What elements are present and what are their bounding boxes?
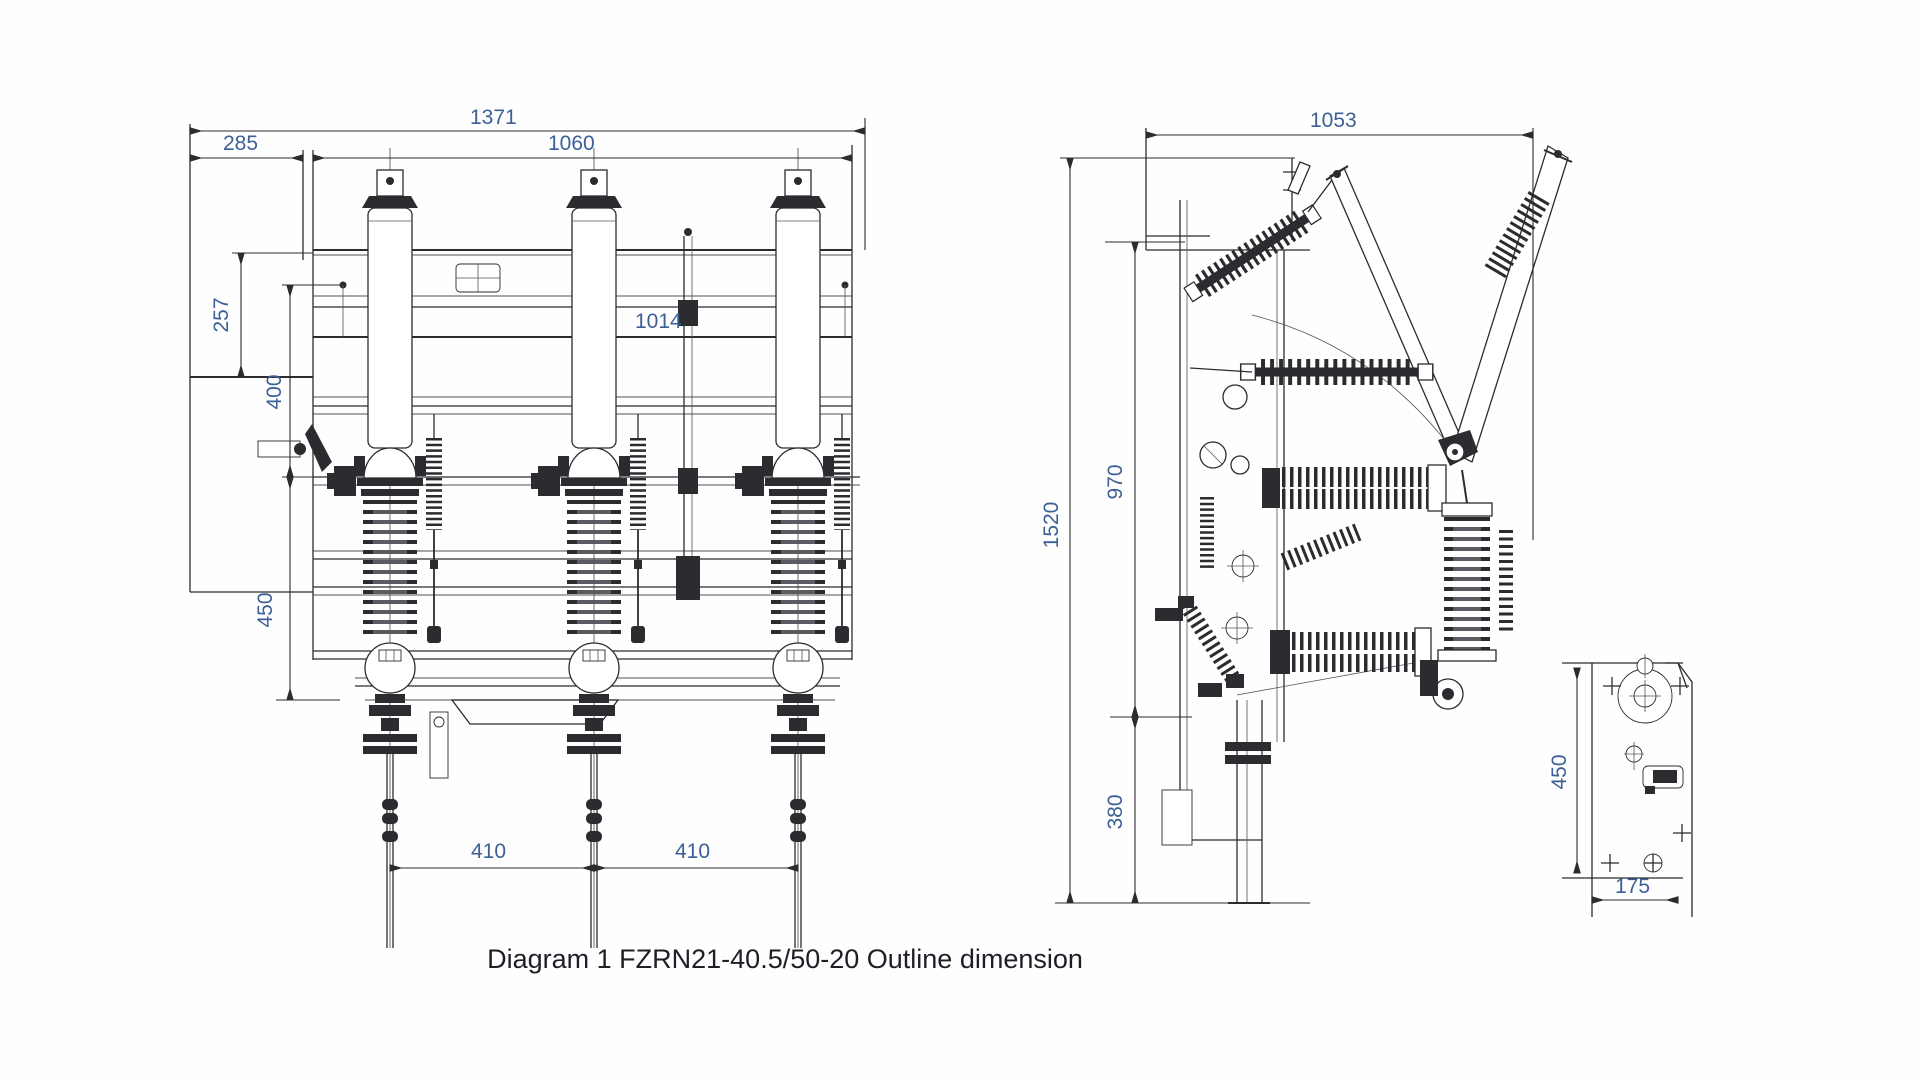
dim-front-upper-height: 257 bbox=[210, 297, 233, 332]
dim-side-overall-height: 1520 bbox=[1040, 502, 1063, 549]
dim-front-lower-height: 450 bbox=[254, 592, 277, 627]
upper-insulator bbox=[1184, 161, 1332, 302]
dim-side-base-height: 380 bbox=[1104, 794, 1127, 829]
bracket-detail-view: 450 175 bbox=[1548, 654, 1693, 917]
dim-bracket-height: 450 bbox=[1548, 754, 1571, 789]
dim-front-phase-spacing-a: 410 bbox=[471, 840, 506, 863]
front-view: 1371 285 1060 257 400 1014 450 bbox=[189, 106, 866, 948]
support-leg bbox=[1225, 700, 1271, 904]
dim-front-overall-width: 1371 bbox=[470, 106, 517, 129]
dim-front-mid-height: 400 bbox=[263, 374, 286, 409]
dim-side-overall-depth: 1053 bbox=[1310, 109, 1357, 132]
switch-arms-open bbox=[1251, 145, 1573, 466]
dim-bracket-width: 175 bbox=[1615, 875, 1650, 898]
pole-b bbox=[531, 148, 645, 948]
side-mechanism bbox=[1178, 441, 1431, 696]
bracket-dimensions: 450 175 bbox=[1548, 667, 1679, 904]
dim-front-phase-spacing-b: 410 bbox=[675, 840, 710, 863]
middle-insulators bbox=[1189, 364, 1446, 571]
dim-front-side-offset: 285 bbox=[223, 132, 258, 155]
side-view: 1053 1520 970 380 bbox=[1040, 109, 1573, 904]
dim-side-frame-height: 970 bbox=[1104, 464, 1127, 499]
lower-insulators bbox=[1270, 469, 1513, 710]
dim-front-bushing-span: 1060 bbox=[548, 132, 595, 155]
side-dimensions: 1053 1520 970 380 bbox=[1040, 109, 1534, 904]
diagram-caption: Diagram 1 FZRN21-40.5/50-20 Outline dime… bbox=[487, 944, 1083, 974]
pole-a bbox=[327, 148, 441, 948]
front-dimensions: 1371 285 1060 257 400 1014 450 bbox=[189, 106, 866, 872]
pole-c bbox=[735, 148, 849, 948]
dim-front-inner-width: 1014 bbox=[635, 310, 682, 333]
